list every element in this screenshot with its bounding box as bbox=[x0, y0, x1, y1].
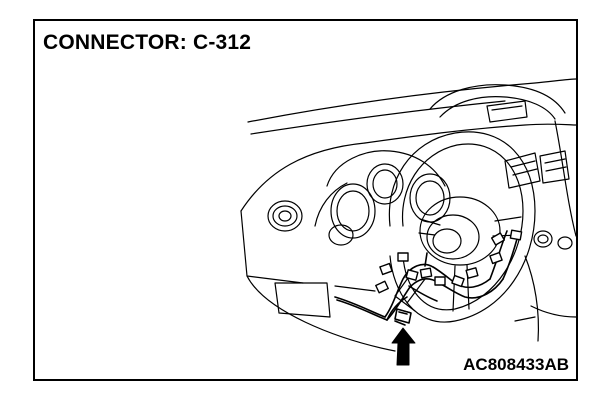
wiring-harness bbox=[335, 231, 517, 325]
right-vents bbox=[505, 151, 576, 341]
target-connector bbox=[395, 309, 411, 323]
dashboard-illustration bbox=[35, 21, 576, 379]
connector-title: CONNECTOR: C-312 bbox=[43, 31, 252, 54]
diagram-frame: CONNECTOR: C-312 AC808433AB bbox=[33, 19, 578, 381]
lower-panel bbox=[275, 283, 375, 317]
upper-vent bbox=[487, 101, 527, 122]
figure-id: AC808433AB bbox=[463, 355, 569, 374]
steering-wheel bbox=[389, 132, 535, 322]
instrument-cluster bbox=[315, 151, 450, 245]
meter-hood bbox=[430, 85, 565, 119]
pointer-arrow bbox=[392, 328, 415, 365]
left-round-vent bbox=[268, 201, 302, 231]
